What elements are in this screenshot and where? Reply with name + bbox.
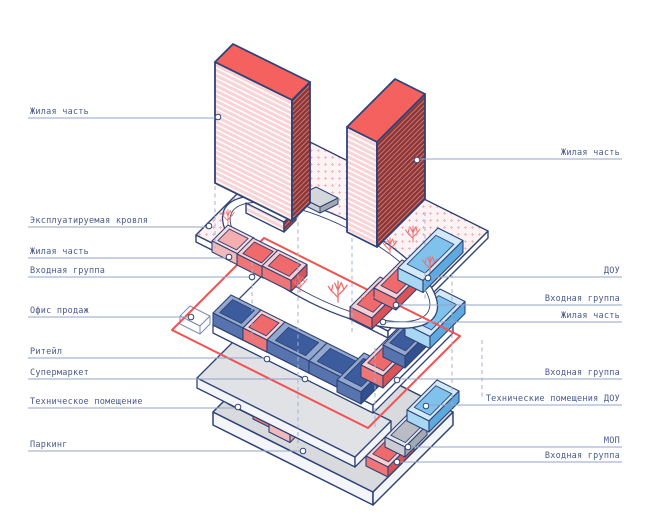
- box-floor: [267, 253, 302, 277]
- connection-marker: [187, 313, 195, 321]
- connection-marker: [248, 273, 256, 281]
- callout-label-text: Входная группа: [545, 368, 620, 378]
- callout-entrance-group: Входная группа: [28, 266, 256, 281]
- tree-icon: [327, 280, 348, 303]
- callout-label-text: Паркинг: [30, 440, 68, 450]
- callout-entrance-group: Входная группа: [393, 368, 622, 384]
- connection-marker: [205, 222, 213, 230]
- connection-marker: [225, 253, 233, 261]
- callout-residential-part-tower: Жилая часть: [413, 148, 622, 164]
- residential-tower-left: [214, 43, 311, 233]
- connection-marker: [393, 376, 401, 384]
- callout-label-text: Жилая часть: [30, 247, 89, 257]
- callout-label-text: Технические помещения ДОУ: [486, 394, 620, 404]
- callout-label-text: Жилая часть: [561, 148, 620, 158]
- sales-office-box: [179, 305, 211, 335]
- callout-label-text: Входная группа: [545, 294, 620, 304]
- program-box-lblue: [406, 379, 460, 433]
- box-side: [290, 263, 308, 293]
- callout-residential-part-tower: Жилая часть: [28, 107, 222, 121]
- callout-entrance-group: Входная группа: [392, 294, 622, 309]
- connection-marker: [422, 402, 430, 410]
- callout-sales-office: Офис продаж: [28, 306, 195, 321]
- callout-label-text: Офис продаж: [30, 306, 89, 316]
- callout-label-text: МОП: [604, 436, 620, 446]
- connection-marker: [393, 458, 401, 466]
- connection-marker: [413, 156, 421, 164]
- tower-roof-face: [214, 43, 311, 101]
- program-box-red: [261, 249, 308, 293]
- callout-supermarket: Супермаркет: [28, 368, 309, 383]
- tower-roof-face: [346, 78, 426, 143]
- callout-label-text: Ритейл: [30, 347, 62, 357]
- connection-marker: [263, 355, 271, 363]
- tower-front-face: [346, 126, 378, 248]
- connection-marker: [234, 403, 242, 411]
- property-boundary-line: [171, 237, 461, 429]
- callout-retail: Ритейл: [28, 347, 271, 363]
- callout-label-text: Жилая часть: [30, 107, 89, 117]
- residential-towers: [214, 43, 426, 248]
- program-box-lblue: [397, 227, 464, 294]
- residential-tower-right: [346, 78, 426, 248]
- tree-icon: [422, 255, 438, 273]
- callout-residential-part: Жилая часть: [28, 247, 233, 261]
- box-side: [429, 300, 466, 350]
- building-exploded-view: [171, 134, 489, 506]
- box-floor: [219, 299, 255, 324]
- box-floor: [217, 228, 249, 251]
- callout-entrance-group: Входная группа: [393, 451, 622, 466]
- tree-icon: [382, 237, 398, 255]
- callout-label-text: Входная группа: [30, 266, 105, 276]
- connection-marker: [404, 443, 412, 451]
- box-side: [428, 390, 460, 433]
- connection-marker: [299, 447, 307, 455]
- connection-marker: [301, 375, 309, 383]
- connection-marker: [214, 113, 222, 121]
- box-floor: [248, 313, 280, 337]
- callout-label-text: Входная группа: [545, 451, 620, 461]
- callout-label-text: Эксплуатируемая кровля: [30, 216, 148, 226]
- layer-connector-lines: [214, 186, 483, 448]
- box-side: [422, 239, 464, 294]
- sales-office-face: [199, 315, 211, 335]
- callout-residential-part: Жилая часть: [379, 311, 622, 326]
- callout-technical-room: Техническое помещение: [28, 397, 242, 411]
- tree-icon: [405, 225, 421, 243]
- callout-kindergarten: ДОУ: [424, 266, 622, 282]
- callout-label-text: ДОУ: [604, 266, 620, 276]
- connection-marker: [392, 301, 400, 309]
- connection-marker: [379, 318, 387, 326]
- callout-exploited-roof: Эксплуатируемая кровля: [28, 216, 213, 230]
- callout-label-text: Жилая часть: [561, 311, 620, 321]
- tower-side-face: [291, 81, 311, 222]
- callout-kindergarten-technical-rooms: Технические помещения ДОУ: [422, 394, 622, 410]
- box-floor: [274, 327, 320, 356]
- tree-icon: [220, 209, 235, 225]
- box-floor: [242, 241, 274, 264]
- box-floor: [406, 234, 455, 274]
- connection-marker: [424, 274, 432, 282]
- callout-parking: Паркинг: [28, 440, 307, 455]
- callout-label-text: Супермаркет: [30, 368, 89, 378]
- callout-common-areas: МОП: [404, 436, 622, 451]
- tree-icon: [361, 293, 375, 309]
- callout-label-text: Техническое помещение: [30, 397, 143, 407]
